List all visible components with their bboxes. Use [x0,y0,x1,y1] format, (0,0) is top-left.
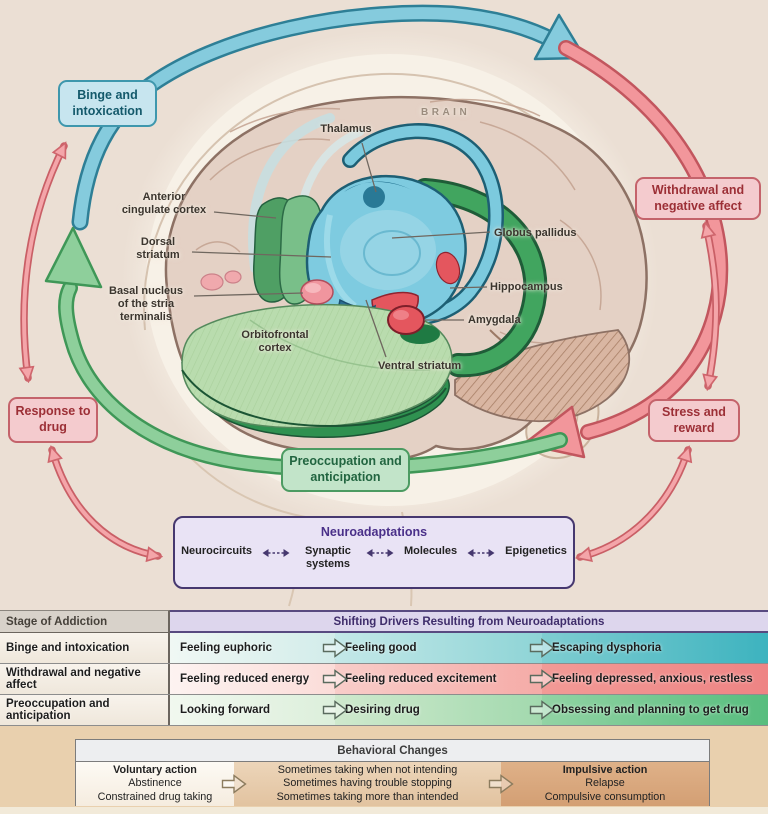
amygdala-structure [387,305,440,344]
driver-cell: Obsessing and planning to get drug [542,695,768,725]
voluntary-line: Abstinence [128,777,182,790]
label-thalamus: Thalamus [320,123,372,135]
fornix-loop [342,123,504,326]
driver-cell: Looking forward [170,695,335,725]
anterior-cingulate-structure [253,195,323,305]
transition-line: Sometimes taking when not intending [277,763,458,776]
header-stage-of-addiction: Stage of Addiction [0,610,170,633]
label-globus-pallidus: Globus pallidus [494,227,577,239]
double-arrow-icon [467,549,495,557]
block-arrow-icon [322,700,348,720]
row-stage-label: Withdrawal and negative affect [0,664,170,694]
block-arrow-icon [529,638,555,658]
orbitofrontal-structure [181,303,453,439]
voluntary-line: Constrained drug taking [97,790,213,803]
stage-box-withdrawal: Withdrawal and negative affect [635,177,761,220]
table-row-withdrawal: Withdrawal and negative affect Feeling r… [0,664,768,695]
label-brain-caption: BRAIN [421,107,471,118]
voluntary-action-cell: Voluntary action Abstinence Constrained … [76,762,234,806]
bottom-edge-strip [0,807,768,814]
neuro-item-neurocircuits: Neurocircuits [181,545,252,557]
behavioral-changes-title: Behavioral Changes [76,740,709,762]
leader-lines [191,142,491,358]
shifting-drivers-table: Stage of Addiction Shifting Drivers Resu… [0,610,768,726]
row-stage-label: Binge and intoxication [0,633,170,663]
behavioral-changes-box: Behavioral Changes Voluntary action Abst… [75,739,710,806]
block-arrow-icon [529,700,555,720]
neuro-item-molecules: Molecules [403,545,458,557]
neuro-item-epigenetics: Epigenetics [505,545,567,557]
driver-cell: Feeling reduced excitement [335,664,542,694]
label-amygdala: Amygdala [468,314,521,326]
voluntary-action-title: Voluntary action [113,763,197,776]
impulsive-action-title: Impulsive action [562,763,648,776]
thalamus-globus-pallidus-structure [305,175,467,331]
node-box-response: Response to drug [8,397,98,443]
hippocampus-structure [413,178,548,378]
driver-cell: Feeling reduced energy [170,664,335,694]
transition-line: Sometimes having trouble stopping [283,777,452,790]
accessory-nuclei [200,270,242,291]
table-row-preoccupation: Preoccupation and anticipation Looking f… [0,695,768,726]
double-arrow-icon [366,549,394,557]
table-header-row: Stage of Addiction Shifting Drivers Resu… [0,610,768,633]
neuroadaptations-title: Neuroadaptations [320,525,428,539]
label-anterior-cingulate: Anterior cingulate cortex [121,191,207,216]
node-box-stress: Stress and reward [648,399,740,442]
table-row-binge: Binge and intoxication Feeling euphoric … [0,633,768,664]
driver-cell: Desiring drug [335,695,542,725]
row-stage-label: Preoccupation and anticipation [0,695,170,725]
feedback-arrows [24,146,720,557]
header-shifting-drivers: Shifting Drivers Resulting from Neuroada… [170,610,768,633]
stage-box-binge: Binge and intoxication [58,80,157,127]
impulsive-line: Relapse [585,777,625,790]
driver-cell: Feeling good [335,633,542,663]
block-arrow-icon [488,774,514,794]
basal-nucleus-structure [300,279,334,305]
driver-cell: Feeling depressed, anxious, restless [542,664,768,694]
block-arrow-icon [322,638,348,658]
impulsive-line: Compulsive consumption [544,790,666,803]
label-orbitofrontal: Orbitofrontal cortex [241,329,309,354]
transition-behaviors-cell: Sometimes taking when not intending Some… [234,762,501,806]
label-ventral-striatum: Ventral striatum [378,360,462,372]
block-arrow-icon [221,774,247,794]
stage-box-preoccupation: Preoccupation and anticipation [281,448,410,492]
driver-cell: Escaping dysphoria [542,633,768,663]
block-arrow-icon [322,669,348,689]
brain-cycle-illustration [0,4,729,607]
neuroadaptations-box: Neuroadaptations Neurocircuits Synaptic … [173,516,575,589]
double-arrow-icon [262,549,290,557]
impulsive-action-cell: Impulsive action Relapse Compulsive cons… [501,762,709,806]
label-dorsal-striatum: Dorsal striatum [136,236,180,261]
label-basal-nucleus: Basal nucleus of the stria terminalis [109,285,183,323]
block-arrow-icon [529,669,555,689]
transition-line: Sometimes taking more than intended [276,790,459,803]
driver-cell: Feeling euphoric [170,633,335,663]
neuro-item-synaptic-systems: Synaptic systems [305,545,351,571]
label-hippocampus: Hippocampus [490,281,563,293]
